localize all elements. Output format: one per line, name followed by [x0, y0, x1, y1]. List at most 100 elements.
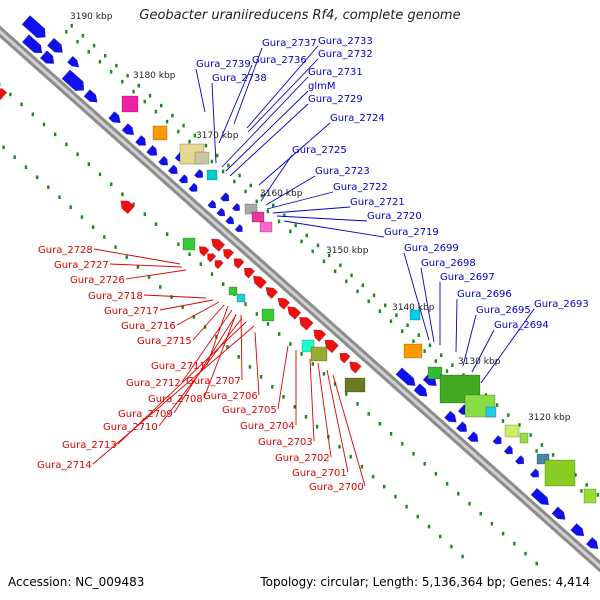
- leader-line: [92, 325, 255, 465]
- cds-reverse: [277, 297, 291, 310]
- tick-mark: [35, 175, 39, 179]
- label-leader-lines: [92, 45, 535, 487]
- leader-line: [125, 269, 187, 280]
- tick-mark: [9, 92, 12, 97]
- tick-mark: [501, 419, 505, 423]
- tick-mark: [92, 43, 96, 48]
- leader-line: [181, 309, 233, 383]
- cds-forward: [178, 174, 188, 184]
- feature-box: [121, 95, 139, 113]
- tick-mark: [378, 422, 382, 426]
- tick-mark: [524, 551, 527, 556]
- scale-label: 3150 kbp: [326, 246, 369, 256]
- tick-mark: [300, 239, 303, 244]
- gene-label-forward: Gura_2736: [252, 55, 307, 66]
- tick-mark: [389, 319, 393, 323]
- tick-mark: [76, 39, 79, 44]
- gene-label-forward: Gura_2698: [421, 258, 476, 269]
- gene-label-forward: Gura_2732: [318, 49, 373, 60]
- tick-mark: [395, 313, 398, 317]
- cds-forward: [146, 145, 158, 156]
- tick-mark: [76, 152, 79, 157]
- tick-mark: [114, 245, 117, 249]
- cds-forward: [514, 455, 525, 465]
- tick-mark: [65, 30, 68, 34]
- leader-line: [480, 308, 535, 384]
- tick-mark: [238, 173, 241, 178]
- tick-mark: [338, 444, 341, 449]
- tick-mark: [2, 145, 5, 150]
- cds-reverse: [265, 287, 279, 300]
- cds-forward: [585, 536, 599, 549]
- leader-line: [192, 304, 225, 341]
- gene-label-reverse: Gura_2707: [186, 376, 241, 387]
- leader-line: [420, 267, 435, 343]
- tick-mark: [237, 355, 240, 359]
- tick-mark: [192, 315, 196, 319]
- tick-mark: [384, 303, 387, 308]
- gene-label-reverse: Gura_2709: [118, 409, 173, 420]
- tick-mark: [428, 343, 432, 347]
- tick-mark: [132, 89, 135, 94]
- tick-mark: [383, 484, 386, 489]
- cds-forward: [395, 367, 416, 386]
- leader-line: [93, 248, 181, 265]
- gene-label-forward: Gura_2695: [476, 305, 531, 316]
- tick-mark: [143, 99, 146, 104]
- gene-label-forward: Gura_2733: [318, 36, 373, 47]
- cds-forward: [216, 207, 226, 217]
- tick-mark: [103, 235, 106, 239]
- tick-mark: [126, 73, 129, 78]
- gene-label-forward: Gura_2731: [308, 67, 363, 78]
- tick-mark: [479, 511, 482, 516]
- gene-label-forward: Gura_2697: [440, 272, 495, 283]
- gene-label-forward: Gura_2724: [330, 113, 385, 124]
- gene-label-reverse: Gura_2705: [222, 405, 277, 416]
- tick-mark: [434, 472, 438, 476]
- feature-box: [228, 286, 238, 296]
- tick-mark: [271, 385, 274, 389]
- leader-line: [233, 47, 263, 125]
- cds-forward: [135, 135, 147, 146]
- feature-box: [261, 308, 275, 322]
- tick-mark: [166, 232, 169, 236]
- cds-reverse: [233, 258, 245, 270]
- tick-mark: [160, 103, 163, 108]
- cds-reverse: [287, 306, 302, 320]
- cds-reverse: [349, 361, 362, 374]
- feature-box: [194, 151, 210, 165]
- tick-mark: [226, 345, 229, 349]
- tick-mark: [316, 243, 320, 248]
- gene-features: [0, 15, 599, 549]
- leader-line: [265, 175, 316, 206]
- tick-mark: [405, 504, 408, 509]
- leader-line: [254, 331, 260, 396]
- scale-label: 3190 kbp: [70, 12, 113, 22]
- tick-mark: [210, 272, 214, 276]
- tick-mark: [461, 554, 464, 559]
- scale-label: 3160 kbp: [260, 189, 303, 199]
- tick-mark: [154, 222, 158, 226]
- tick-mark: [360, 464, 364, 469]
- scale-label: 3120 kbp: [528, 413, 571, 423]
- cds-forward: [39, 50, 55, 64]
- tick-mark: [204, 143, 208, 148]
- gene-label-reverse: Gura_2715: [137, 336, 192, 347]
- leader-line: [258, 122, 331, 186]
- cds-reverse: [324, 339, 340, 354]
- tick-mark: [259, 375, 263, 379]
- tick-mark: [450, 544, 453, 549]
- gene-label-reverse: Gura_2701: [292, 468, 347, 479]
- tick-mark: [300, 352, 303, 356]
- gene-label-reverse: Gura_2714: [37, 460, 92, 471]
- tick-mark: [104, 53, 107, 58]
- cds-forward: [225, 215, 235, 225]
- tick-mark: [371, 474, 375, 479]
- cds-forward: [570, 523, 585, 537]
- scale-label: 3180 kbp: [133, 71, 176, 81]
- tick-mark: [199, 262, 202, 266]
- leader-line: [229, 103, 309, 177]
- tick-mark: [490, 521, 494, 526]
- tick-mark: [328, 253, 331, 258]
- tick-mark: [356, 402, 359, 406]
